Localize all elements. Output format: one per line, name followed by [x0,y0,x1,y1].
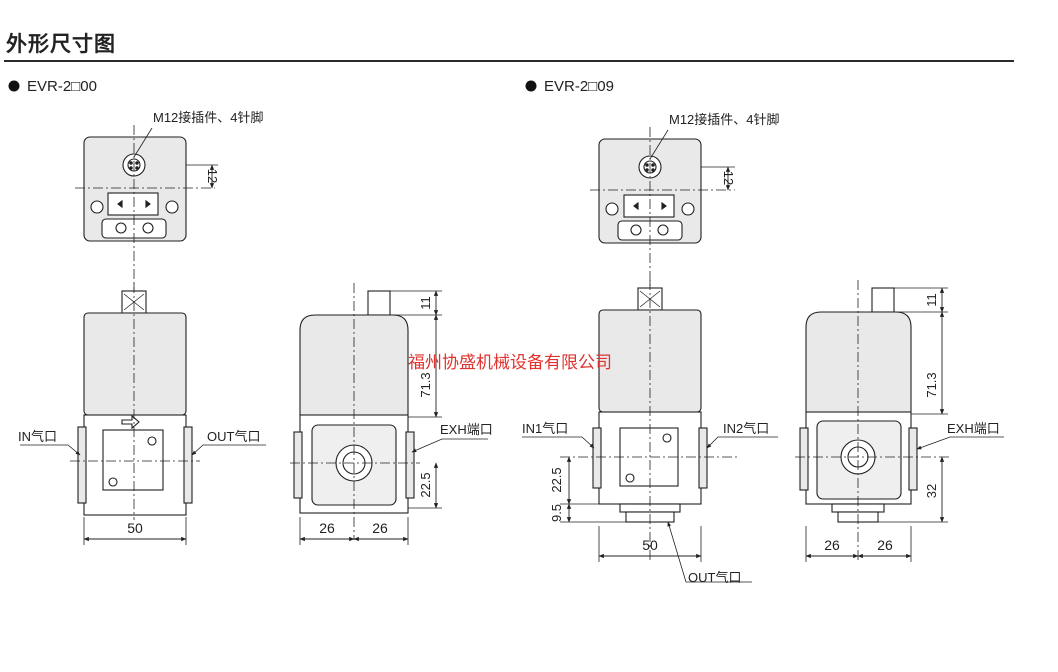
page-title: 外形尺寸图 [6,32,116,56]
right-dim-side-left: 26 [824,537,840,553]
right-dim-top: 11 [924,293,939,307]
right-side-view [799,287,918,523]
left-top-view [83,136,187,242]
right-dim-width: 50 [642,537,658,553]
right-port-out: OUT气口 [688,570,741,585]
right-front-view [592,287,708,523]
bullet-icon [525,80,537,92]
left-dim-side-right: 26 [372,520,388,536]
right-dim-connector: 12 [721,171,736,185]
left-dim-height: 71.3 [418,372,433,397]
left-connector-label: M12接插件、4针脚 [153,110,264,125]
left-model: EVR-2□00 12 M12接插件、4针脚 [8,78,493,545]
left-front-view [77,290,193,516]
right-port-exh: EXH端口 [947,421,1000,436]
left-port-in: IN气口 [18,429,57,444]
right-dim-port-side: 32 [924,484,939,498]
left-dim-connector: 12 [205,169,220,183]
watermark-text: 福州协盛机械设备有限公司 [408,353,612,373]
right-dim-height: 71.3 [924,372,939,397]
left-port-exh: EXH端口 [440,422,493,437]
left-dim-port: 22.5 [418,472,433,497]
left-model-label: EVR-2□00 [27,78,97,95]
title-divider [4,60,1014,62]
left-port-out: OUT气口 [207,429,260,444]
left-dim-width: 50 [127,520,143,536]
left-dim-top: 11 [418,296,433,310]
right-model: EVR-2□09 12 M12接插件、4针脚 [522,78,1004,585]
left-dim-side-left: 26 [319,520,335,536]
right-connector-label: M12接插件、4针脚 [669,112,780,127]
right-dim-port-b: 9.5 [549,504,564,522]
right-model-label: EVR-2□09 [544,78,614,95]
right-dim-side-right: 26 [877,537,893,553]
right-port-in2: IN2气口 [723,421,769,436]
bullet-icon [8,80,20,92]
right-port-in1: IN1气口 [522,421,568,436]
right-dim-port-a: 22.5 [549,467,564,492]
